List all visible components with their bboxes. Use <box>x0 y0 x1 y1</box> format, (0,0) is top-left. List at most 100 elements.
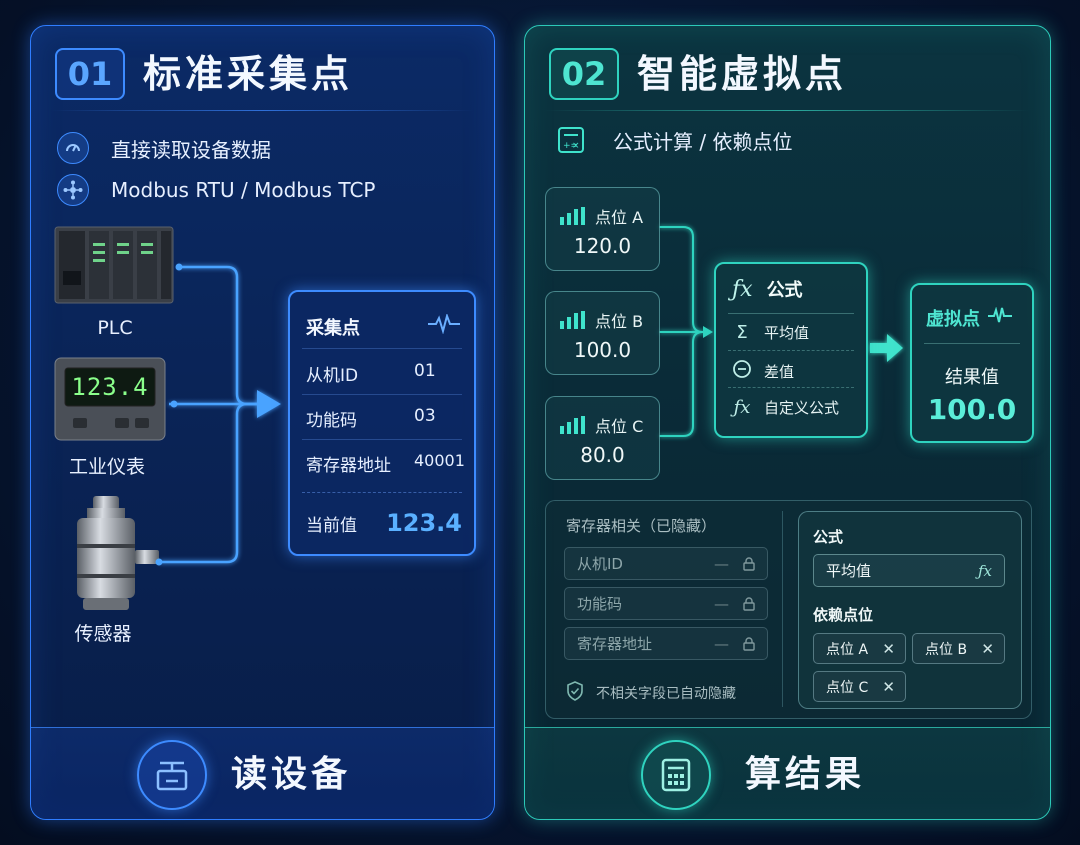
read-device-label: 读设备 <box>231 754 352 795</box>
compute-result-label: 算结果 <box>745 754 866 795</box>
divider <box>728 350 854 351</box>
divider <box>782 511 783 707</box>
register-address-field: 寄存器地址 — <box>564 627 768 660</box>
virtual-point-card: 虚拟点 结果值 100.0 <box>910 283 1034 443</box>
fx-icon: ƒx <box>977 561 992 580</box>
device-label-sensor: 传感器 <box>74 623 132 645</box>
formula-option[interactable]: 差值 <box>730 359 794 384</box>
field-label: 寄存器地址 <box>306 456 391 476</box>
tag-label: 点位 B <box>925 641 968 658</box>
point-card-c: 点位 C 80.0 <box>545 396 660 480</box>
close-icon[interactable]: ✕ <box>981 639 994 658</box>
tag-label: 点位 A <box>826 641 869 658</box>
current-value: 123.4 <box>386 509 462 537</box>
field-label: 寄存器地址 <box>577 635 653 653</box>
note-text: 不相关字段已自动隐藏 <box>596 686 736 702</box>
step-number: 02 <box>549 48 619 100</box>
pulse-icon <box>428 312 460 338</box>
lock-icon: — <box>714 635 755 653</box>
svg-text:+=: += <box>563 141 578 151</box>
sensor-icon <box>69 494 161 612</box>
card-title: 采集点 <box>306 318 360 339</box>
sigma-icon: Σ <box>736 322 748 343</box>
current-label: 当前值 <box>306 515 357 536</box>
field-label: 功能码 <box>577 595 623 613</box>
divider <box>51 110 474 111</box>
close-icon[interactable]: ✕ <box>882 639 895 658</box>
divider <box>728 387 854 388</box>
gauge-icon <box>57 132 89 164</box>
formula-option[interactable]: Σ 平均值 <box>730 322 809 343</box>
plc-icon <box>53 221 176 308</box>
feature-text: 直接读取设备数据 <box>111 137 271 162</box>
dependency-tag[interactable]: 点位 C ✕ <box>813 671 906 702</box>
point-header: 点位 A <box>560 204 643 228</box>
formula-value: 平均值 <box>826 562 872 580</box>
divider <box>302 439 462 440</box>
slave-id-field: 从机ID — <box>564 547 768 580</box>
point-header: 点位 B <box>560 308 643 332</box>
point-header: 点位 C <box>560 413 643 437</box>
point-label: 点位 B <box>595 312 644 331</box>
virtual-header: 虚拟点 <box>926 305 1012 331</box>
read-device-icon[interactable] <box>137 740 207 810</box>
formula-select[interactable]: 平均值 ƒx <box>813 554 1005 587</box>
bar-chart-icon <box>560 416 585 434</box>
divider <box>302 348 462 349</box>
option-label: 差值 <box>764 363 795 381</box>
connection-lines <box>659 226 903 437</box>
formula-title: 公式 <box>766 280 803 301</box>
step-number: 01 <box>55 48 125 100</box>
device-label-meter: 工业仪表 <box>68 456 145 478</box>
point-value: 100.0 <box>573 338 632 362</box>
svg-text:×: × <box>572 141 580 151</box>
feature-item: Modbus RTU / Modbus TCP <box>57 174 376 206</box>
lock-icon: — <box>714 555 755 573</box>
config-area: 寄存器相关（已隐藏） 从机ID — 功能码 — 寄存器地址 — 不相关字段已自动… <box>545 500 1032 719</box>
feature-item: 直接读取设备数据 <box>57 132 271 164</box>
field-value: 01 <box>414 361 436 381</box>
result-label: 结果值 <box>945 367 999 388</box>
close-icon[interactable]: ✕ <box>882 677 895 696</box>
standard-point-panel: 01 标准采集点 直接读取设备数据 Modbus RTU / Modbus TC… <box>30 25 495 820</box>
divider <box>302 492 462 493</box>
point-label: 点位 C <box>595 417 644 436</box>
field-value: 40001 <box>414 451 465 470</box>
meter-display: 123.4 <box>71 373 149 401</box>
action-bar: 算结果 <box>525 727 1050 819</box>
calculator-icon[interactable] <box>641 740 711 810</box>
function-code-field: 功能码 — <box>564 587 768 620</box>
point-value: 80.0 <box>580 443 625 467</box>
minus-circle-icon <box>730 359 754 384</box>
divider <box>924 343 1020 344</box>
result-value: 100.0 <box>927 393 1017 426</box>
option-label: 平均值 <box>764 324 810 342</box>
point-card-b: 点位 B 100.0 <box>545 291 660 375</box>
feature-text: 公式计算 / 依赖点位 <box>613 129 793 154</box>
formula-card: ƒx 公式 Σ 平均值 差值 ƒx 自定义公式 <box>714 262 868 438</box>
lock-icon: — <box>714 595 755 613</box>
divider <box>302 394 462 395</box>
arrow-icon <box>870 334 903 362</box>
bar-chart-icon <box>560 311 585 329</box>
formula-option[interactable]: ƒx 自定义公式 <box>730 397 839 418</box>
virtual-point-panel: 02 智能虚拟点 +=× 公式计算 / 依赖点位 点位 A 120.0 点位 B… <box>524 25 1051 820</box>
dependency-tag[interactable]: 点位 A ✕ <box>813 633 906 664</box>
panel-title: 标准采集点 <box>143 52 354 96</box>
pulse-icon <box>988 306 1012 329</box>
calculator-icon: +=× <box>555 124 587 156</box>
point-value: 120.0 <box>573 234 632 258</box>
tag-label: 点位 C <box>826 679 869 696</box>
field-row: 从机ID 01 <box>306 361 462 386</box>
meter-icon <box>53 356 167 442</box>
device-label-plc: PLC <box>97 317 133 339</box>
field-row: 寄存器地址 40001 <box>306 451 465 476</box>
dependency-label: 依赖点位 <box>813 606 874 624</box>
panel-title: 智能虚拟点 <box>637 52 848 96</box>
divider <box>728 313 854 314</box>
field-value: 03 <box>414 406 436 426</box>
dependency-tag[interactable]: 点位 B ✕ <box>912 633 1005 664</box>
fx-icon: ƒx <box>733 397 751 418</box>
option-label: 自定义公式 <box>764 399 840 417</box>
divider <box>545 110 1030 111</box>
